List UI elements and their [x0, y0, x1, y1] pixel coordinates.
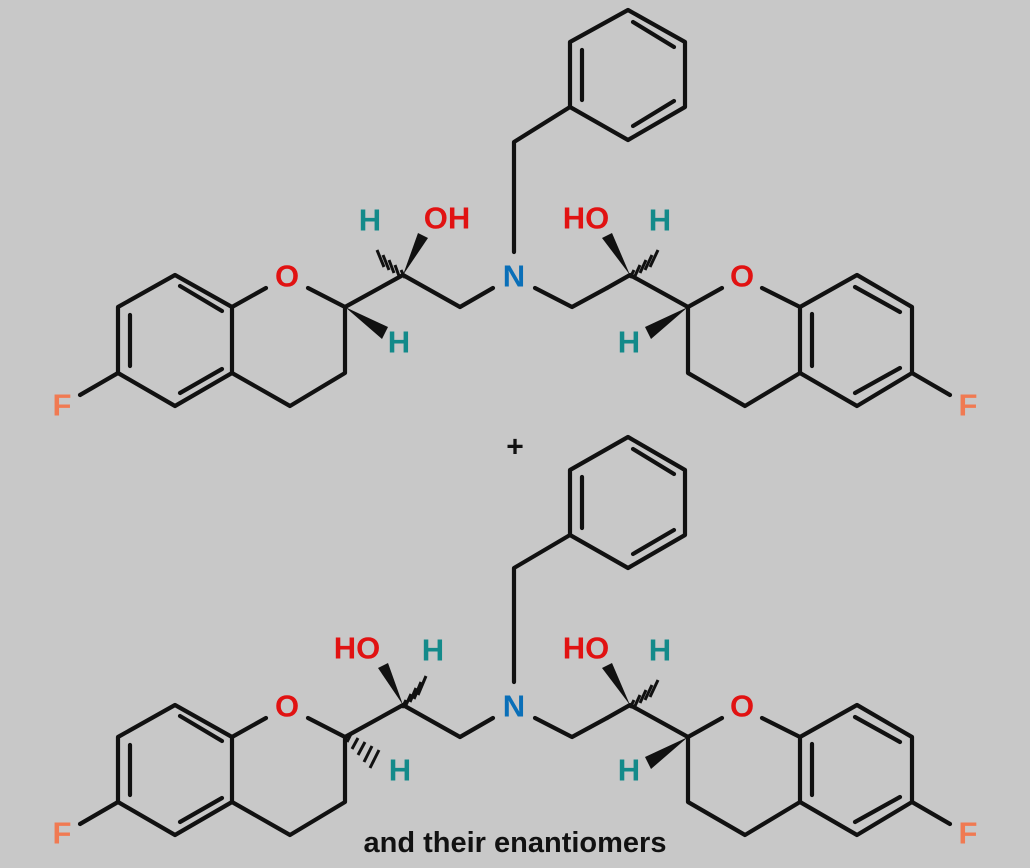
hydrogen-atom-label: H [649, 633, 671, 668]
hydrogen-atom-label: H [389, 753, 411, 788]
left-cf-bond [77, 370, 121, 398]
right-chroman-benzene-ring [797, 272, 915, 409]
left-chroman-benzene-ring [115, 272, 235, 409]
wedge-bond [403, 233, 428, 275]
fluorine-atom-label: F [53, 816, 72, 851]
molecule-top [77, 7, 953, 409]
hydroxyl-group-label: OH [424, 201, 471, 236]
hydrogen-atom-label: H [388, 325, 410, 360]
right-chroman-pyran-ring [685, 715, 803, 838]
benzyl-phenyl-ring [567, 434, 688, 571]
benzyl-phenyl-ring [567, 7, 688, 143]
wedge-bond [602, 663, 630, 705]
oxygen-atom-label: O [275, 259, 299, 294]
right-cf-bond [909, 370, 953, 398]
hash-bond [628, 679, 660, 709]
molecule-bottom [77, 434, 953, 838]
hydroxyl-group-label: HO [334, 631, 381, 666]
hash-bond [400, 675, 428, 709]
fluorine-atom-label: F [959, 816, 978, 851]
right-chroman-pyran-ring [685, 285, 803, 409]
oxygen-atom-label: O [275, 689, 299, 724]
wedge-bond [378, 663, 403, 705]
hydrogen-atom-label: H [618, 325, 640, 360]
left-chroman-pyran-ring [229, 715, 348, 838]
hash-bond [628, 249, 660, 279]
left-chroman-pyran-ring [229, 285, 348, 409]
nitrogen-atom-label: N [503, 259, 525, 294]
hydrogen-atom-label: H [649, 203, 671, 238]
hydrogen-atom-label: H [359, 203, 381, 238]
wedge-bond [602, 233, 630, 275]
hash-bond [345, 733, 381, 769]
hydroxyl-group-label: HO [563, 201, 610, 236]
right-cf-bond [909, 799, 953, 827]
left-chroman-benzene-ring [115, 702, 235, 838]
hydrogen-atom-label: H [618, 753, 640, 788]
right-chroman-benzene-ring [797, 702, 915, 838]
wedge-bond [345, 307, 388, 339]
nitrogen-atom-label: N [503, 689, 525, 724]
oxygen-atom-label: O [730, 259, 754, 294]
fluorine-atom-label: F [959, 388, 978, 423]
plus-sign: + [506, 431, 524, 464]
oxygen-atom-label: O [730, 689, 754, 724]
wedge-bond [645, 737, 688, 769]
hydroxyl-group-label: HO [563, 631, 610, 666]
caption: and their enantiomers [364, 827, 667, 859]
hydrogen-atom-label: H [422, 633, 444, 668]
hash-bond [375, 249, 407, 279]
fluorine-atom-label: F [53, 388, 72, 423]
wedge-bond [645, 307, 688, 339]
left-cf-bond [77, 799, 121, 827]
